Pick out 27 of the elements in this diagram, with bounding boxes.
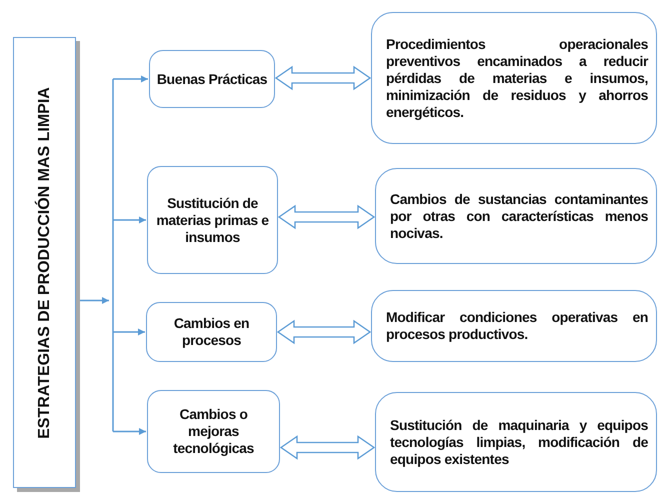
arrow [113, 76, 148, 82]
description-box [375, 168, 657, 264]
strategy-label: Sustitución de materias primas e insumos [155, 194, 270, 246]
strategy-box [146, 302, 277, 362]
description-text: Sustitución de maquinaria y equipos tecnologías limpias, modificación de equipos existentes [390, 416, 648, 468]
description-text: Procedimientos operacionales preventivos encaminados a reducir pérdidas de materias e insumos, minimización de residuos y ahorros energéticos. [386, 36, 648, 120]
connector-line [112, 79, 114, 432]
description-text: Cambios de sustancias contaminantes por otras con características menos nocivas. [390, 190, 648, 242]
description-text: Modificar condiciones operativas en procesos productivos. [386, 309, 648, 343]
strategy-label: Cambios o mejoras tecnológicas [172, 406, 255, 457]
strategy-label: Cambios en procesos [172, 315, 250, 349]
description-box [371, 12, 657, 144]
arrow [77, 297, 109, 304]
strategy-label: Buenas Prácticas [156, 70, 268, 88]
arrow [113, 216, 146, 224]
arrow [113, 428, 146, 435]
double-arrow [280, 435, 376, 460]
description-box [375, 392, 657, 492]
strategy-box [149, 50, 275, 108]
double-arrow [274, 66, 372, 90]
double-arrow [278, 204, 376, 230]
description-box [371, 290, 657, 362]
strategy-box [147, 390, 280, 473]
strategy-box [147, 166, 278, 274]
double-arrow [276, 320, 372, 344]
vertical-title: ESTRATEGIAS DE PRODUCCIÓN MAS LIMPIA [34, 86, 54, 440]
arrow [113, 328, 145, 336]
